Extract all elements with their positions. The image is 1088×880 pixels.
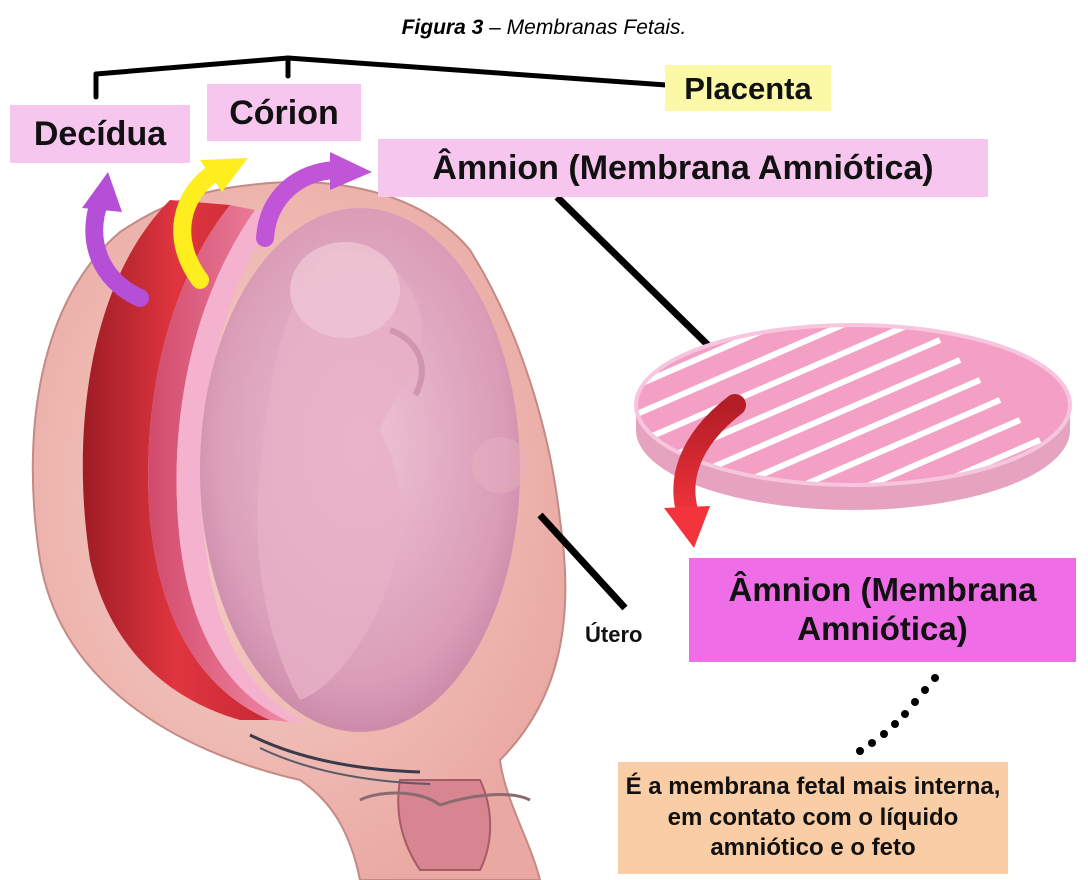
corion-label: Córion (207, 84, 361, 141)
utero-label: Útero (585, 624, 642, 646)
amnion-label: Âmnion (Membrana Amniótica) (378, 139, 988, 197)
placenta-bracket (96, 58, 666, 97)
placenta-label: Placenta (665, 65, 831, 111)
amnion-description: É a membrana fetal mais interna, em cont… (618, 762, 1008, 874)
decidua-label: Decídua (10, 105, 190, 163)
amnion-pointer-line (557, 197, 715, 352)
dotted-connector (856, 674, 939, 755)
amnion-detail-label: Âmnion (Membrana Amniótica) (689, 558, 1076, 662)
